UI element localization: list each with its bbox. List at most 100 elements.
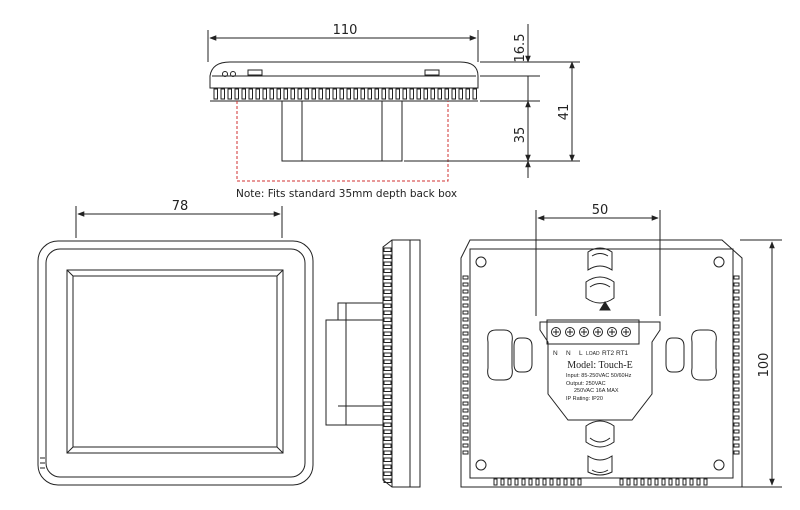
vent-slot [383,394,392,399]
terminal-screw [593,327,603,337]
vent-slot [462,450,469,455]
ip-rating: IP Rating: IP20 [566,396,603,402]
vent-slot [339,88,344,100]
vent-slot [733,324,740,329]
vent-slot [462,387,469,392]
vent-slot [383,254,392,259]
vent-slot [563,478,568,486]
vent-slot [283,88,288,100]
vent-slot [383,345,392,350]
vent-slot [733,387,740,392]
vent-slot [668,478,673,486]
front-side-slots [40,457,45,469]
vent-slot [383,338,392,343]
vent-slot [381,88,386,100]
vent-slot [462,331,469,336]
front-view [37,206,314,486]
vent-slot [458,88,463,100]
mounting-hole [475,459,487,471]
vent-slot [462,366,469,371]
vent-slot [395,88,400,100]
vent-slot [675,478,680,486]
vent-slot [383,436,392,441]
terminal-label-rt1: RT1 [616,350,629,357]
vent-slot [462,415,469,420]
vent-slot [507,478,512,486]
vent-slot [462,352,469,357]
vent-slot [472,88,477,100]
vent-slot [462,436,469,441]
vent-slot [213,88,218,100]
terminal-label-n2: N [566,350,571,357]
vent-slot [535,478,540,486]
dim-41: 41 [557,104,572,121]
vent-slot [383,310,392,315]
vent-slot [383,478,392,483]
vent-slot [248,88,253,100]
vent-slot [633,478,638,486]
dim-35: 35 [513,127,528,144]
vent-slot [733,331,740,336]
vent-slot [383,352,392,357]
terminal-screw [565,327,575,337]
output-value: 250VAC 16A MAX [574,388,619,394]
terminal-label-load: LOAD [586,351,600,357]
vent-slot [346,88,351,100]
vent-slot [383,443,392,448]
vent-slot [462,282,469,287]
vent-slot [383,464,392,469]
vent-slot [462,303,469,308]
vent-slot [437,88,442,100]
vent-slot [383,366,392,371]
vent-slot [402,88,407,100]
vent-slot [514,478,519,486]
top-vent-slots [213,88,477,100]
vent-slot [661,478,666,486]
vent-slot [360,88,365,100]
keyhole-slots [487,247,717,476]
vent-slot [462,338,469,343]
vent-slot [462,275,469,280]
dim-78: 78 [172,199,189,214]
vent-slot [430,88,435,100]
vent-slot [733,338,740,343]
dim-100: 100 [757,353,772,378]
vent-slot [462,317,469,322]
vent-slot [383,380,392,385]
vent-slot [619,478,624,486]
vent-slot [383,289,392,294]
vent-slot [733,345,740,350]
dim-50: 50 [592,203,609,218]
vent-slot [647,478,652,486]
vent-slot [290,88,295,100]
vent-slot [733,373,740,378]
vent-slot [220,88,225,100]
vent-slot [388,88,393,100]
terminal-screw [621,327,631,337]
vent-slot [462,394,469,399]
vent-slot [383,303,392,308]
top-housing [209,61,479,89]
vent-slot [462,359,469,364]
vent-slot [383,268,392,273]
back-view [460,210,782,488]
vent-slot [383,282,392,287]
vent-slot [255,88,260,100]
vent-slot [462,422,469,427]
vent-slot [689,478,694,486]
vent-slot [383,408,392,413]
vent-slot [733,275,740,280]
terminal-screw [607,327,617,337]
vent-slot [733,450,740,455]
vent-slot [383,457,392,462]
vent-slot [297,88,302,100]
vent-slot [227,88,232,100]
back-plate [460,239,743,488]
vent-slot [383,373,392,378]
vent-slot [383,450,392,455]
vent-slot [383,331,392,336]
vent-slot [262,88,267,100]
